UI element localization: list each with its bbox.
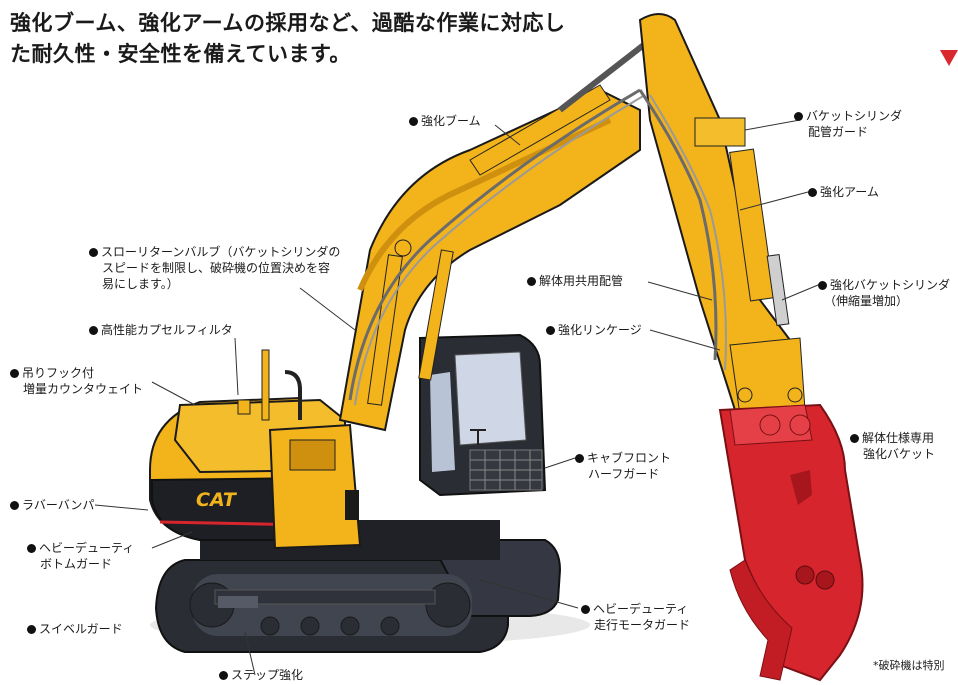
undercarriage-tracks xyxy=(154,539,562,653)
bullet-icon xyxy=(850,434,859,443)
label-bottom-guard-line2: ボトムガード xyxy=(40,557,113,571)
upper-structure xyxy=(149,349,500,560)
label-demolition-bucket: 解体仕様専用 強化バケット xyxy=(850,430,935,462)
label-bucket-cylinder: 強化バケットシリンダ （伸縮量増加） xyxy=(818,277,950,309)
label-step-text: ステップ強化 xyxy=(231,668,304,682)
label-bucket-cylinder-line2: （伸縮量増加） xyxy=(824,294,909,308)
bullet-icon xyxy=(794,112,803,121)
label-bottom-guard-line1: ヘビーデューティ xyxy=(39,541,135,555)
bullet-icon xyxy=(546,326,555,335)
arm xyxy=(638,13,806,416)
bullet-icon xyxy=(219,671,228,680)
red-corner-marker xyxy=(940,50,958,66)
bullet-icon xyxy=(818,281,827,290)
label-arm-text: 強化アーム xyxy=(820,185,879,199)
headline-line-2: た耐久性・安全性を備えています。 xyxy=(10,42,351,66)
bullet-icon xyxy=(27,544,36,553)
label-boom: 強化ブーム xyxy=(409,113,481,129)
label-travel-motor-guard-line1: ヘビーデューティ xyxy=(593,602,689,616)
label-travel-motor-guard-line2: 走行モータガード xyxy=(594,618,691,632)
label-travel-motor-guard: ヘビーデューティ 走行モータガード xyxy=(581,601,690,633)
label-linkage: 強化リンケージ xyxy=(546,322,642,338)
bullet-icon xyxy=(89,248,98,257)
bullet-icon xyxy=(10,369,19,378)
label-demolition-piping: 解体用共用配管 xyxy=(527,273,623,289)
demolition-bucket xyxy=(718,403,864,682)
label-counterweight-line1: 吊りフック付 xyxy=(22,366,95,380)
label-step: ステップ強化 xyxy=(219,667,303,683)
label-arm: 強化アーム xyxy=(808,184,879,200)
label-counterweight: 吊りフック付 増量カウンタウェイト xyxy=(10,365,143,397)
label-cab-front-guard-line2: ハーフガード xyxy=(588,467,660,481)
label-counterweight-line2: 増量カウンタウェイト xyxy=(23,382,144,396)
bullet-icon xyxy=(808,188,817,197)
label-bucket-cylinder-guard: バケットシリンダ 配管ガード xyxy=(794,108,902,140)
cat-logo: CAT xyxy=(196,489,238,511)
leader-lines xyxy=(94,119,819,676)
label-slow-return-line3: 易にします。） xyxy=(102,277,179,291)
bullet-icon xyxy=(89,326,98,335)
label-cab-front-guard: キャブフロント ハーフガード xyxy=(575,450,671,482)
bullet-icon xyxy=(581,605,590,614)
bullet-icon xyxy=(409,117,418,126)
label-rubber-bumper-text: ラバーバンパ xyxy=(22,498,95,512)
label-demolition-bucket-line2: 強化バケット xyxy=(863,447,936,461)
label-rubber-bumper: ラバーバンパ xyxy=(10,497,94,513)
label-swivel-guard: スイベルガード xyxy=(27,621,123,637)
label-capsule-filter-text: 高性能カプセルフィルタ xyxy=(101,323,233,337)
label-bucket-cylinder-line1: 強化バケットシリンダ xyxy=(830,278,951,292)
label-bucket-cylinder-guard-line1: バケットシリンダ xyxy=(806,109,903,123)
headline: 強化ブーム、強化アームの採用など、過酷な作業に対応し た耐久性・安全性を備えてい… xyxy=(10,8,565,70)
bullet-icon xyxy=(10,501,19,510)
operator-cab xyxy=(419,333,547,497)
label-swivel-guard-text: スイベルガード xyxy=(39,622,123,636)
label-slow-return-line2: スピードを制限し、破砕機の位置決めを容 xyxy=(102,261,331,275)
label-demolition-piping-text: 解体用共用配管 xyxy=(539,274,624,288)
label-capsule-filter: 高性能カプセルフィルタ xyxy=(89,322,233,338)
bullet-icon xyxy=(575,454,584,463)
label-boom-text: 強化ブーム xyxy=(421,114,481,128)
footnote: *破砕機は特別 xyxy=(873,659,945,672)
label-linkage-text: 強化リンケージ xyxy=(558,323,642,337)
label-cab-front-guard-line1: キャブフロント xyxy=(587,451,672,465)
bullet-icon xyxy=(527,277,536,286)
bullet-icon xyxy=(27,625,36,634)
label-slow-return-line1: スローリターンバルブ（バケットシリンダの xyxy=(101,245,341,259)
label-slow-return-valve: スローリターンバルブ（バケットシリンダの スピードを制限し、破砕機の位置決めを容… xyxy=(89,244,340,292)
label-bottom-guard: ヘビーデューティ ボトムガード xyxy=(27,540,134,572)
boom xyxy=(338,37,652,432)
headline-line-1: 強化ブーム、強化アームの採用など、過酷な作業に対応し xyxy=(10,11,566,35)
label-bucket-cylinder-guard-line2: 配管ガード xyxy=(808,125,869,139)
label-demolition-bucket-line1: 解体仕様専用 xyxy=(862,431,935,445)
